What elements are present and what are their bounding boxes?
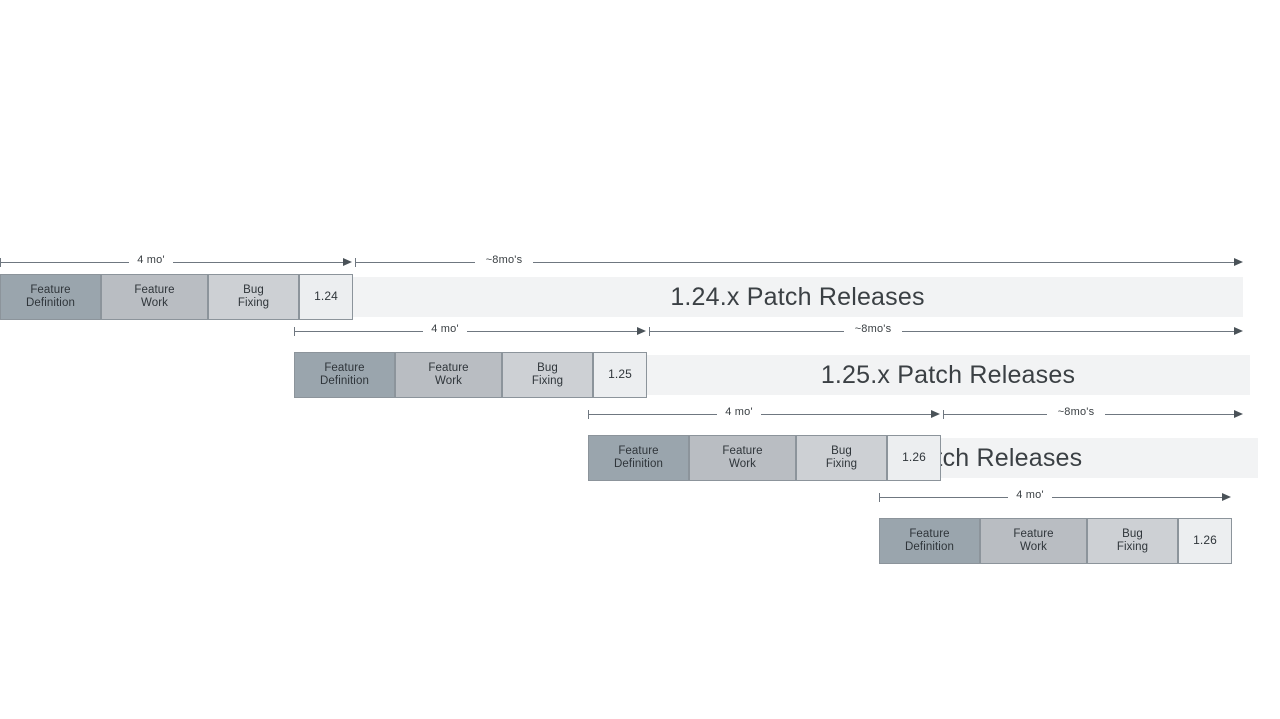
patch-band-label-1-24: 1.24.x Patch Releases [670,282,925,311]
version-box-1-24[interactable]: 1.24 [299,274,353,320]
patch-measure-1-26: ~8mo's [943,404,1243,426]
arrow-head-icon [931,409,940,418]
phase-label-line1: Feature [30,283,71,296]
patch-band-1-25: 1.25.x Patch Releases [646,355,1250,395]
arrow-head-icon [1222,492,1231,501]
phase-label-line2: Fixing [1116,541,1149,553]
phase-feature-definition[interactable]: Feature Definition [879,518,980,564]
phase-label-line1: Bug [831,444,852,457]
patch-measure-1-25: ~8mo's [649,321,1243,343]
phase-label-line1: Feature [324,361,365,374]
dev-measure-1-24: 4 mo' [0,252,352,274]
dev-measure-1-25: 4 mo' [294,321,646,343]
phase-label-line2: Work [140,297,169,309]
phase-label-line1: Feature [618,444,659,457]
phase-bug-fixing[interactable]: Bug Fixing [1087,518,1178,564]
phase-label-line1: Bug [243,283,264,296]
phase-label-line2: Fixing [237,297,270,309]
version-label: 1.25 [608,367,632,382]
arrow-head-icon [637,326,646,335]
version-box-1-25[interactable]: 1.25 [593,352,647,398]
phase-feature-definition[interactable]: Feature Definition [0,274,101,320]
version-label: 1.26 [1193,533,1217,548]
phase-label-line2: Fixing [825,458,858,470]
phase-feature-work[interactable]: Feature Work [395,352,502,398]
patch-measure-label-1-26: ~8mo's [1057,406,1095,418]
phase-label-line1: Bug [1122,527,1143,540]
dev-measure-label-next: 4 mo' [1016,489,1044,501]
release-row-1-25: Feature Definition Feature Work Bug Fixi… [294,352,647,398]
dev-measure-label-1-24: 4 mo' [137,254,165,266]
phase-feature-definition[interactable]: Feature Definition [294,352,395,398]
phase-label-line1: Feature [1013,527,1054,540]
release-row-1-26: Feature Definition Feature Work Bug Fixi… [588,435,941,481]
phase-label-line2: Work [1019,541,1048,553]
version-label: 1.24 [314,289,338,304]
phase-label-line2: Work [728,458,757,470]
dev-measure-1-26: 4 mo' [588,404,940,426]
phase-label-line2: Definition [320,375,369,387]
phase-feature-work[interactable]: Feature Work [980,518,1087,564]
phase-feature-definition[interactable]: Feature Definition [588,435,689,481]
phase-label-line1: Feature [722,444,763,457]
phase-label-line1: Bug [537,361,558,374]
phase-bug-fixing[interactable]: Bug Fixing [208,274,299,320]
phase-label-line2: Definition [26,297,75,309]
phase-label-line2: Work [434,375,463,387]
patch-measure-label-1-25: ~8mo's [854,323,892,335]
version-box-next[interactable]: 1.26 [1178,518,1232,564]
phase-bug-fixing[interactable]: Bug Fixing [796,435,887,481]
phase-label-line2: Fixing [531,375,564,387]
release-row-1-24: Feature Definition Feature Work Bug Fixi… [0,274,353,320]
patch-measure-label-1-24: ~8mo's [485,254,523,266]
patch-band-1-26: 1.26.x Patch Releases [828,438,1258,478]
release-row-next: Feature Definition Feature Work Bug Fixi… [879,518,1232,564]
phase-label-line1: Feature [428,361,469,374]
arrow-head-icon [1234,409,1243,418]
version-box-1-26[interactable]: 1.26 [887,435,941,481]
patch-band-1-24: 1.24.x Patch Releases [352,277,1243,317]
arrow-head-icon [1234,326,1243,335]
phase-bug-fixing[interactable]: Bug Fixing [502,352,593,398]
arrow-head-icon [343,257,352,266]
dev-measure-next: 4 mo' [879,487,1231,509]
dev-measure-label-1-25: 4 mo' [431,323,459,335]
patch-measure-1-24: ~8mo's [355,252,1243,274]
phase-label-line1: Feature [134,283,175,296]
phase-label-line2: Definition [614,458,663,470]
phase-label-line2: Definition [905,541,954,553]
arrow-head-icon [1234,257,1243,266]
patch-band-label-1-25: 1.25.x Patch Releases [820,360,1076,389]
phase-feature-work[interactable]: Feature Work [101,274,208,320]
phase-feature-work[interactable]: Feature Work [689,435,796,481]
dev-measure-label-1-26: 4 mo' [725,406,753,418]
version-label: 1.26 [902,450,926,465]
phase-label-line1: Feature [909,527,950,540]
